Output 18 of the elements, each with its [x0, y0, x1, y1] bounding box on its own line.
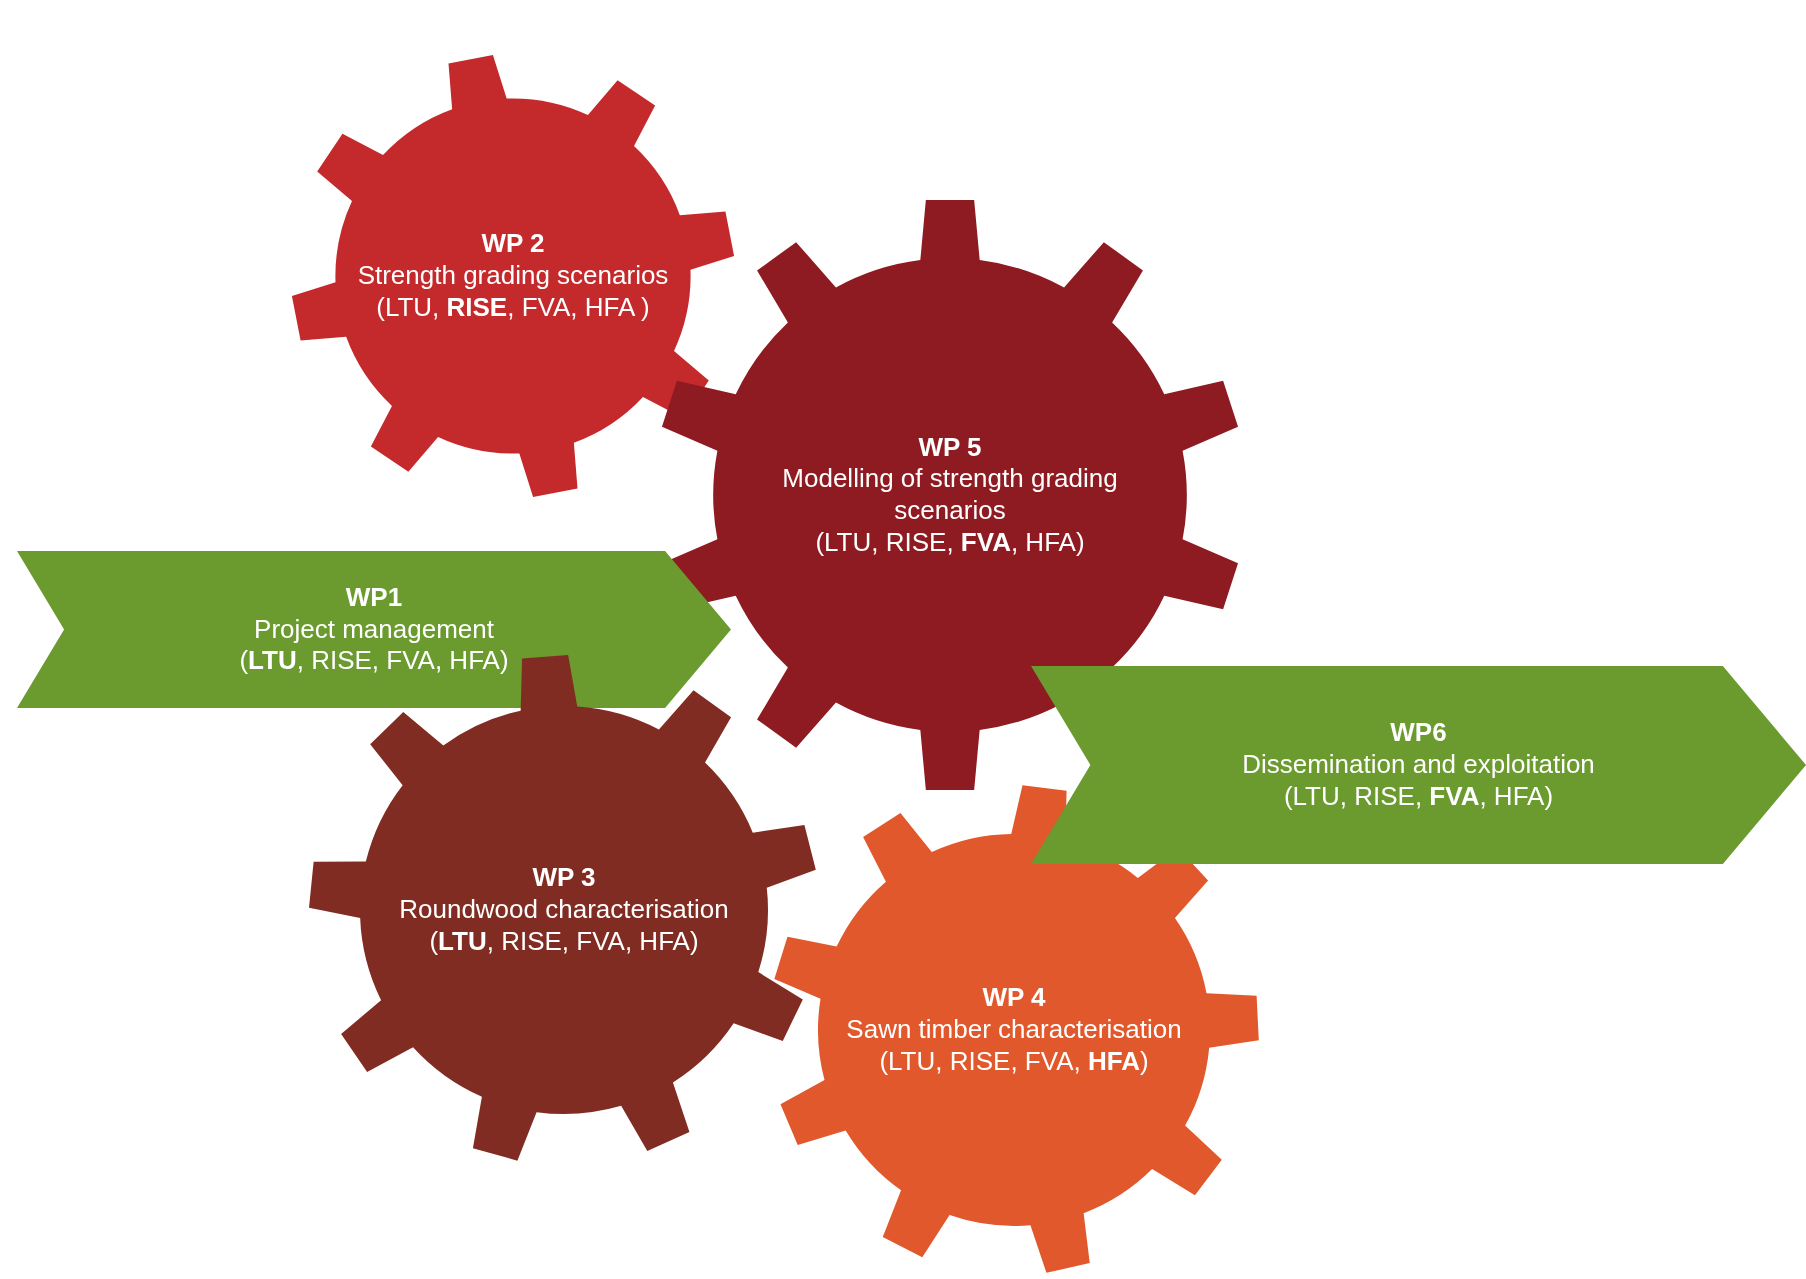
work-package-title: Sawn timber characterisation [846, 1014, 1182, 1046]
work-package-title: Roundwood characterisation [399, 894, 729, 926]
work-package-title: Project management [254, 613, 494, 646]
work-package-title: Dissemination and exploitation [1242, 749, 1595, 781]
partner-list: (LTU, RISE, FVA, HFA) [1283, 780, 1554, 813]
work-package-number: WP 2 [481, 228, 545, 261]
work-package-number: WP 3 [532, 862, 596, 895]
partner-list: (LTU, RISE, FVA, HFA) [239, 645, 509, 678]
partner-list: (LTU, RISE, FVA, HFA) [879, 1045, 1149, 1078]
partner-list: (LTU, RISE, FVA, HFA ) [376, 291, 650, 324]
work-package-number: WP1 [345, 581, 403, 614]
work-package-number: WP 5 [918, 431, 982, 464]
partner-list: (LTU, RISE, FVA, HFA) [815, 526, 1085, 559]
work-package-number: WP6 [1390, 717, 1447, 750]
work-package-number: WP 4 [982, 982, 1046, 1015]
work-package-title: Modelling of strength grading scenarios [781, 463, 1119, 527]
partner-list: (LTU, RISE, FVA, HFA) [429, 925, 699, 958]
work-package-title: Strength grading scenarios [357, 260, 669, 292]
